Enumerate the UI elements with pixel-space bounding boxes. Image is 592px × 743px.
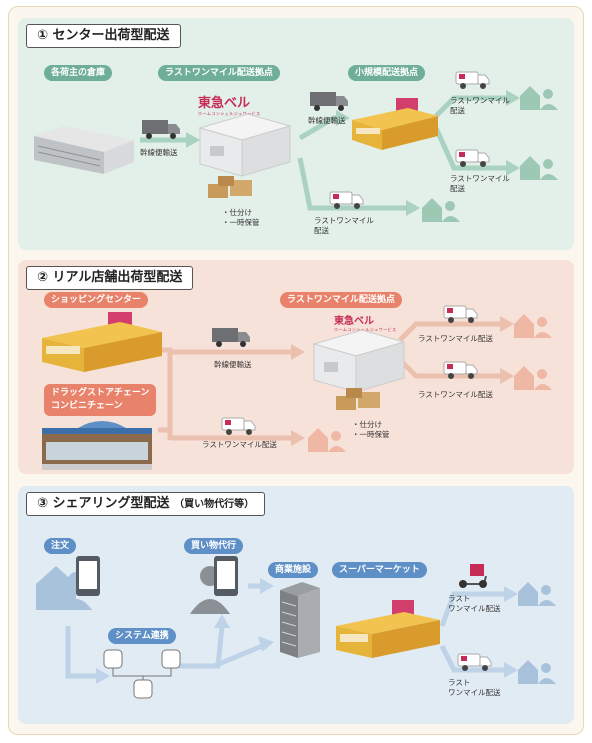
people-house-icon	[518, 582, 556, 606]
tag-shopping-center: ショッピングセンター	[44, 292, 149, 308]
people-house-icon	[514, 314, 552, 338]
tokyu-bell-logo: 東急ベルホームコンシェルジュサービス	[334, 316, 397, 332]
label-lastmile-b1: ラストワンマイル	[450, 174, 510, 183]
drugstore-building-icon	[42, 421, 152, 470]
people-house-icon	[308, 428, 346, 452]
section2-title: ② リアル店舗出荷型配送	[26, 266, 194, 290]
truck-icon	[142, 120, 180, 139]
label-lastmile-b2: 配送	[450, 184, 465, 193]
tag-lastmile-hub: ラストワンマイル配送拠点	[158, 65, 280, 81]
smartphone-icon	[214, 556, 238, 596]
label-lastmile-a1: ラストワンマイル	[450, 96, 510, 105]
tag-shopping-proxy: 買い物代行	[184, 538, 244, 554]
people-house-icon	[518, 660, 556, 684]
tag-small-hub: 小規模配送拠点	[348, 65, 426, 81]
delivery-van-icon	[443, 361, 478, 379]
office-tower-icon	[280, 582, 320, 658]
tag-shipper-warehouse: 各荷主の倉庫	[44, 65, 113, 81]
label-sort: ・仕分け	[352, 420, 382, 429]
label-lastmile-a1: ラスト	[448, 594, 471, 603]
people-house-icon	[422, 198, 460, 222]
label-temp-storage: ・一時保管	[352, 430, 390, 439]
label-trunk-2: 幹線便輸送	[308, 116, 346, 125]
label-trunk-1: 幹線便輸送	[140, 148, 178, 157]
section-store-shipping: ② リアル店舗出荷型配送 ショッピングセンター ドラッグストアチェーンコンビニチ…	[18, 260, 574, 474]
section2-flow-arrows	[158, 316, 514, 446]
tag-lastmile-hub: ラストワンマイル配送拠点	[280, 292, 402, 308]
section3-title: ③ シェアリング型配送 （買い物代行等）	[26, 492, 266, 516]
server-icon	[103, 649, 181, 699]
delivery-van-icon	[455, 71, 490, 89]
people-house-icon	[520, 156, 558, 180]
truck-icon	[310, 92, 348, 111]
people-house-icon	[520, 86, 558, 110]
people-house-icon	[514, 366, 552, 390]
label-lastmile-a2: 配送	[450, 106, 465, 115]
scooter-icon	[459, 564, 487, 588]
hub-building-icon	[312, 329, 406, 393]
label-trunk: 幹線便輸送	[214, 360, 252, 369]
store-icon	[352, 98, 438, 150]
tag-system-integration: システム連携	[108, 628, 176, 644]
label-lastmile-a2: ワンマイル配送	[448, 604, 501, 613]
label-lastmile-direct: ラストワンマイル配送	[202, 440, 277, 449]
smartphone-icon	[76, 556, 100, 596]
delivery-van-icon	[329, 191, 364, 209]
tag-order: 注文	[44, 538, 77, 554]
label-lastmile-c2: 配送	[314, 226, 329, 235]
section1-title: ① センター出荷型配送	[26, 24, 181, 48]
label-lastmile-c1: ラストワンマイル	[314, 216, 374, 225]
boxes-icon	[208, 176, 252, 198]
hub-building-icon	[198, 113, 292, 177]
delivery-van-icon	[457, 653, 492, 671]
label-lastmile-a: ラストワンマイル配送	[418, 334, 493, 343]
tag-drugstore-convenience: ドラッグストアチェーンコンビニチェーン	[44, 384, 157, 416]
label-sort: ・仕分け	[222, 208, 252, 217]
label-lastmile-b2: ワンマイル配送	[448, 688, 501, 697]
delivery-van-icon	[443, 305, 478, 323]
tag-supermarket: スーパーマーケット	[332, 562, 427, 578]
warehouse-icon	[34, 126, 134, 174]
tag-commercial-facility: 商業施設	[268, 562, 319, 578]
delivery-van-icon	[221, 417, 256, 435]
section1-flow-arrows	[140, 90, 520, 216]
boxes-icon	[336, 388, 380, 410]
store-icon	[42, 312, 162, 372]
truck-icon	[212, 328, 250, 347]
label-lastmile-b: ラストワンマイル配送	[418, 390, 493, 399]
section-center-shipping: ① センター出荷型配送 各荷主の倉庫 ラストワンマイル配送拠点 小規模配送拠点 …	[18, 18, 574, 250]
label-lastmile-b1: ラスト	[448, 678, 471, 687]
tokyu-bell-logo: 東急ベルホームコンシェルジュサービス	[198, 96, 261, 116]
store-icon	[336, 600, 440, 658]
delivery-van-icon	[455, 149, 490, 167]
section3-flow-arrows	[65, 578, 518, 684]
section-sharing-delivery: ③ シェアリング型配送 （買い物代行等） 注文 買い物代行 システム連携 商業施…	[18, 486, 574, 724]
label-temp-storage: ・一時保管	[222, 218, 260, 227]
